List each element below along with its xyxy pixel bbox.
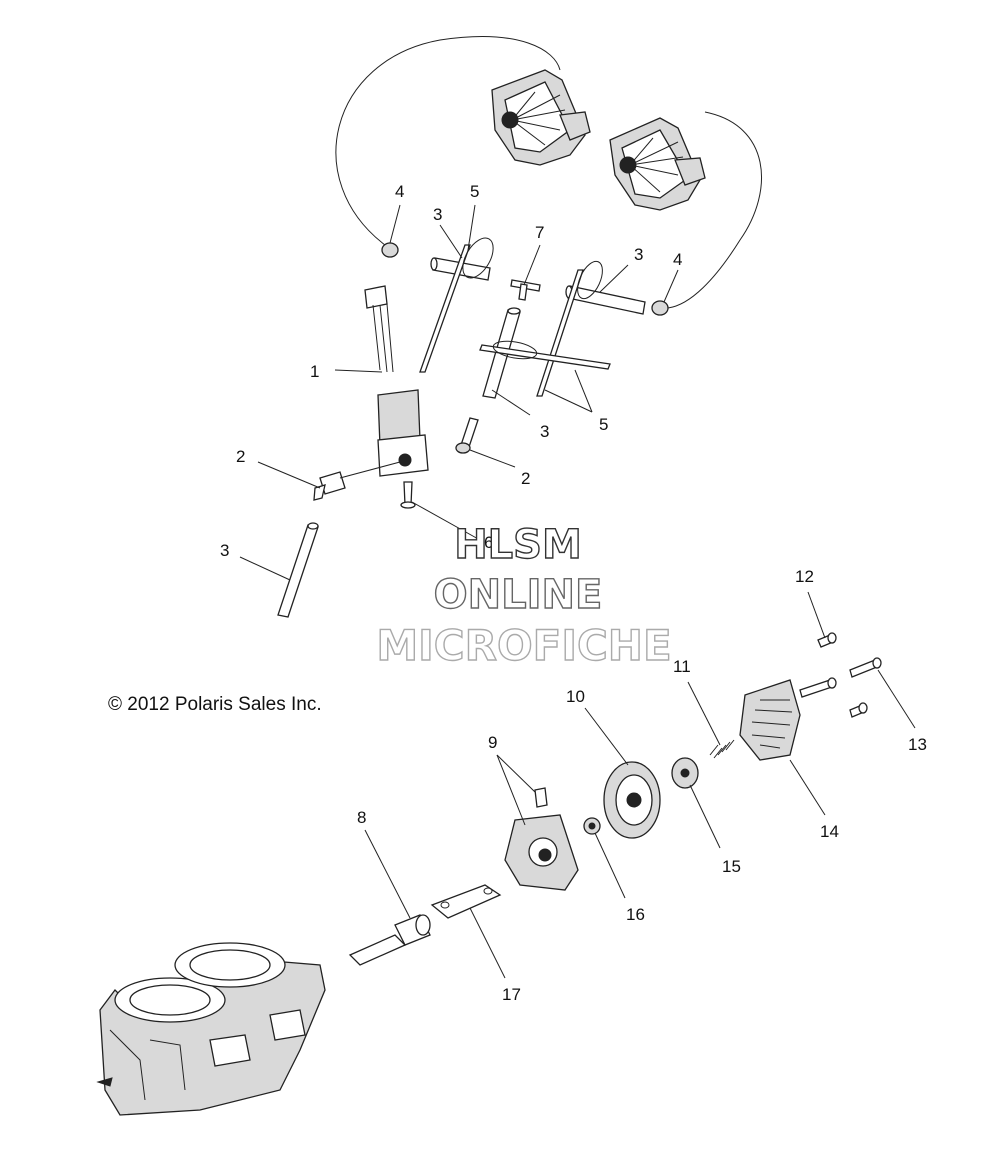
bellows	[603, 761, 661, 839]
callout-9: 9	[488, 733, 497, 752]
callout-16: 16	[626, 905, 645, 924]
callout-3: 3	[220, 541, 229, 560]
copyright-notice: © 2012 Polaris Sales Inc.	[108, 694, 322, 715]
t-fitting	[510, 279, 541, 301]
callout-2: 2	[236, 447, 245, 466]
watermark-line-3: MICROFICHE	[376, 621, 671, 670]
callout-1: 1	[310, 362, 319, 381]
callout-12: 12	[795, 567, 814, 586]
callout-10: 10	[566, 687, 585, 706]
fitting-left	[313, 471, 346, 501]
watermark: HLSM ONLINE MICROFICHE	[376, 521, 673, 670]
hose-lower-left	[277, 522, 319, 618]
callout-3: 3	[433, 205, 442, 224]
rave-solenoid	[364, 285, 429, 477]
callout-15: 15	[722, 857, 741, 876]
washer	[671, 757, 699, 789]
leader-lines	[239, 204, 916, 979]
rave-valve-cover-left	[491, 69, 591, 166]
screw-13c	[849, 702, 868, 718]
watermark-line-2: ONLINE	[434, 572, 603, 618]
callout-8: 8	[357, 808, 366, 827]
screw-13a	[799, 677, 837, 698]
callout-5: 5	[599, 415, 608, 434]
tie-strap-lower	[479, 340, 611, 370]
rave-valve-cover-right	[609, 117, 706, 211]
cover-arc-right	[667, 111, 762, 309]
callout-13: 13	[908, 735, 927, 754]
cylinder-block	[96, 942, 326, 1116]
valve-housing	[504, 787, 579, 891]
callout-labels: 4 3 5 7 3 4 1 3 5 2 2 6 3 12 10 11 13 9 …	[220, 182, 927, 1004]
rave-valve	[348, 914, 431, 966]
callout-5: 5	[470, 182, 479, 201]
clip-fastener	[400, 481, 416, 509]
cap-right	[651, 300, 669, 316]
callout-4: 4	[673, 250, 682, 269]
callout-11: 11	[673, 657, 691, 676]
callout-4: 4	[395, 182, 404, 201]
valve-cover	[739, 679, 801, 761]
callout-7: 7	[535, 223, 544, 242]
spring	[709, 739, 735, 759]
gasket	[430, 884, 502, 919]
callout-3: 3	[634, 245, 643, 264]
cap-left	[381, 242, 399, 258]
watermark-line-1: HLSM	[454, 522, 582, 568]
screw-13b	[849, 657, 882, 678]
nut	[583, 817, 601, 835]
cover-arc-left	[335, 36, 561, 246]
screw-12	[817, 632, 837, 648]
callout-3: 3	[540, 422, 549, 441]
callout-17: 17	[502, 985, 521, 1004]
fitting-right	[455, 417, 479, 454]
callout-6: 6	[484, 533, 493, 552]
callout-14: 14	[820, 822, 839, 841]
callout-2: 2	[521, 469, 530, 488]
tie-strap-right	[536, 260, 603, 397]
